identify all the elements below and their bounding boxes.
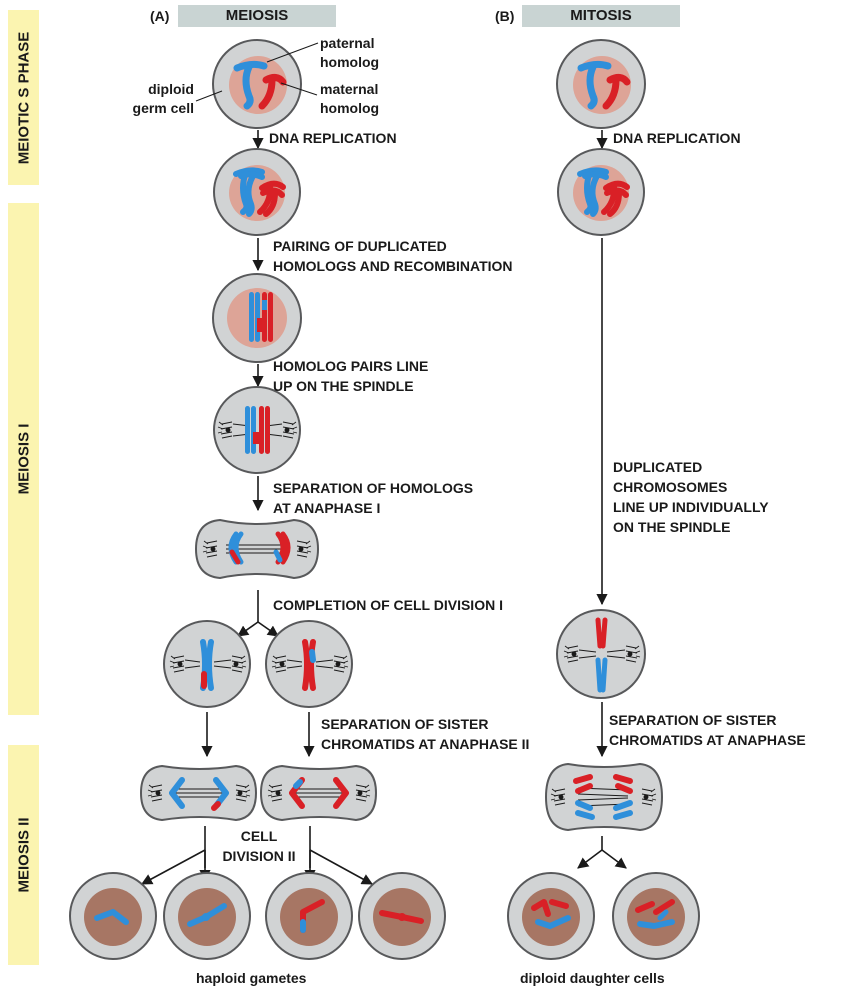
diploid-daughter-cell	[612, 872, 700, 960]
step-b-separation: SEPARATION OF SISTER CHROMATIDS AT ANAPH…	[609, 712, 806, 748]
panel-b-tag: (B)	[495, 8, 515, 24]
mitosis-anaphase-cell	[544, 762, 664, 832]
germ-cell	[212, 39, 302, 129]
panel-a-title: MEIOSIS	[178, 5, 336, 27]
anaphase-2-cell	[259, 764, 378, 822]
mitosis-metaphase-cell	[556, 609, 646, 699]
maternal-chromosome	[258, 73, 287, 110]
step-a-completion-1: COMPLETION OF CELL DIVISION I	[273, 597, 503, 613]
step-a-replication: DNA REPLICATION	[269, 130, 397, 146]
step-a-division-2: CELL DIVISION II	[222, 828, 296, 864]
anaphase-2-cell	[139, 764, 258, 822]
arrow-b4-right	[601, 849, 627, 869]
anaphase-1-cell	[194, 518, 320, 580]
panel-b-title: MITOSIS	[522, 5, 680, 27]
maternal-callout-line	[280, 82, 318, 96]
arrow-a5-left	[237, 621, 259, 637]
haploid-gamete	[163, 872, 251, 960]
arrow-a7-1	[141, 849, 206, 885]
haploid-gamete	[69, 872, 157, 960]
step-a-pairing: PAIRING OF DUPLICATED HOMOLOGS AND RECOM…	[273, 238, 513, 274]
arrow-a7-4	[309, 849, 373, 885]
germ-cell-callout-line	[195, 90, 223, 102]
step-a-line-up: HOMOLOG PAIRS LINE UP ON THE SPINDLE	[273, 358, 429, 394]
panel-a-tag: (A)	[150, 8, 170, 24]
haploid-gametes-label: haploid gametes	[196, 970, 307, 986]
haploid-gamete	[358, 872, 446, 960]
germ-cell-label: diploid germ cell	[132, 81, 194, 116]
step-a-separation-1: SEPARATION OF HOMOLOGS AT ANAPHASE I	[273, 480, 474, 516]
phase-band-s-phase: MEIOTIC S PHASE	[8, 10, 39, 185]
pairing-cell	[212, 273, 302, 363]
paternal-callout-line	[266, 42, 319, 63]
paternal-chromosome	[233, 60, 268, 110]
meiosis-1-daughter-cell	[163, 620, 251, 708]
meiosis-1-daughter-cell	[265, 620, 353, 708]
diploid-daughter-cells-label: diploid daughter cells	[520, 970, 665, 986]
mitosis-germ-cell	[556, 39, 646, 129]
haploid-gamete	[265, 872, 353, 960]
arrow-b4-left	[577, 849, 603, 869]
replicated-cell	[213, 148, 301, 236]
phase-band-meiosis-1: MEIOSIS I	[8, 203, 39, 715]
arrow-a5-right	[257, 621, 279, 637]
diploid-daughter-cell	[507, 872, 595, 960]
mitosis-replicated-cell	[557, 148, 645, 236]
step-a-separation-2: SEPARATION OF SISTER CHROMATIDS AT ANAPH…	[321, 716, 530, 752]
step-b-line-up: DUPLICATED CHROMOSOMES LINE UP INDIVIDUA…	[613, 459, 769, 535]
paternal-homolog-label: paternal homolog	[320, 35, 380, 70]
step-b-replication: DNA REPLICATION	[613, 130, 741, 146]
spindle-cell	[213, 386, 301, 474]
maternal-homolog-label: maternal homolog	[320, 81, 380, 116]
phase-band-meiosis-2: MEIOSIS II	[8, 745, 39, 965]
